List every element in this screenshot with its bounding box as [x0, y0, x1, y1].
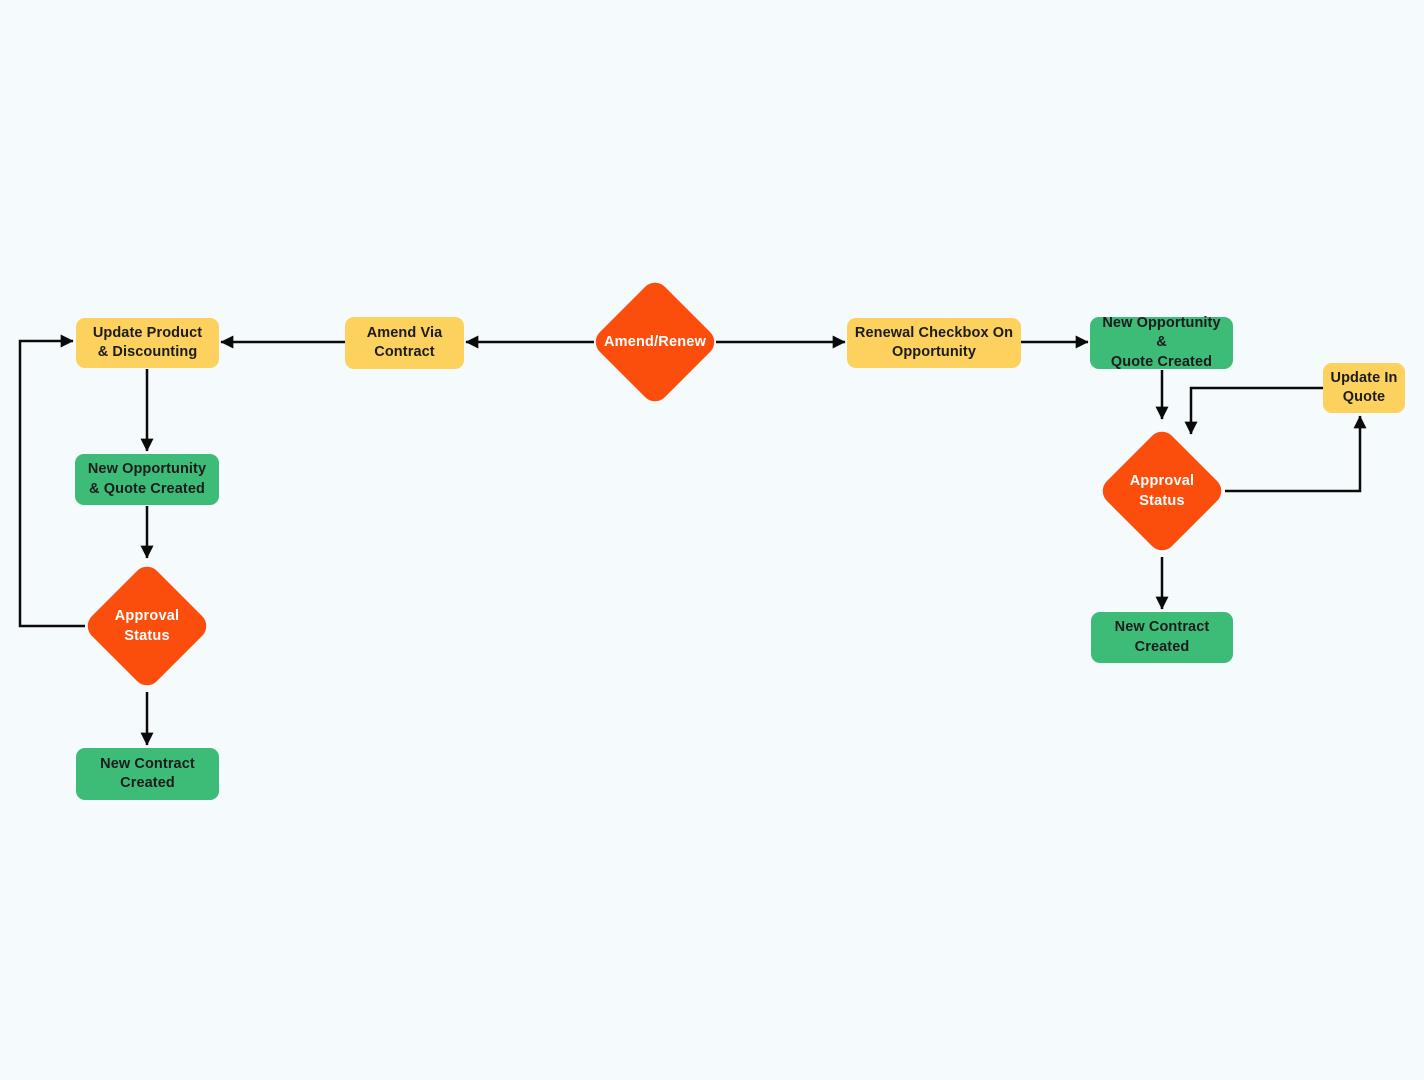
- node-update-product-discounting: Update Product & Discounting: [76, 318, 219, 368]
- node-update-in-quote: Update In Quote: [1323, 363, 1405, 413]
- node-approval-status-left: Approval Status: [80, 559, 214, 693]
- node-label-line: Renewal Checkbox On: [854, 324, 1014, 341]
- node-label-line: Contract: [374, 344, 435, 360]
- node-amend-via-contract: Amend Via Contract: [345, 317, 464, 369]
- node-label-line: Amend Via: [366, 324, 443, 341]
- node-label-line: Update In: [1330, 369, 1398, 386]
- node-new-opportunity-quote-created-right: New Opportunity & Quote Created: [1090, 314, 1233, 370]
- node-label: Amend/Renew: [603, 334, 707, 350]
- node-label: Approval Status: [115, 606, 179, 646]
- edge-approvalright-to-updateinquote: [1225, 415, 1367, 493]
- node-label-line: Created: [1134, 638, 1190, 655]
- node-label-line: & Discounting: [97, 344, 198, 360]
- node-label-line: Created: [120, 775, 175, 791]
- node-approval-status-right: Approval Status: [1095, 424, 1229, 558]
- node-label-line: New Opportunity: [87, 461, 207, 477]
- node-label-line: New Opportunity &: [1102, 314, 1221, 351]
- node-label-line: Approval: [1129, 473, 1195, 489]
- node-label: Approval Status: [1130, 471, 1194, 511]
- node-label-line: Status: [124, 628, 170, 644]
- node-label-line: Quote: [1342, 389, 1386, 405]
- node-label-line: Quote Created: [1110, 353, 1213, 370]
- node-new-contract-created-right: New Contract Created: [1091, 612, 1233, 663]
- node-new-contract-created-left: New Contract Created: [76, 748, 219, 800]
- node-label-line: Opportunity: [891, 344, 977, 360]
- node-new-opportunity-quote-created-left: New Opportunity & Quote Created: [75, 454, 219, 505]
- node-renewal-checkbox-on-opportunity: Renewal Checkbox On Opportunity: [847, 318, 1021, 368]
- node-label-line: Approval: [114, 608, 180, 624]
- node-amend-renew: Amend/Renew: [588, 275, 722, 409]
- node-label-line: Update Product: [92, 324, 203, 341]
- node-label-line: & Quote Created: [89, 480, 205, 497]
- node-label-line: Status: [1139, 493, 1185, 509]
- node-label-line: New Contract: [100, 755, 195, 772]
- node-label-line: New Contract: [1114, 619, 1210, 635]
